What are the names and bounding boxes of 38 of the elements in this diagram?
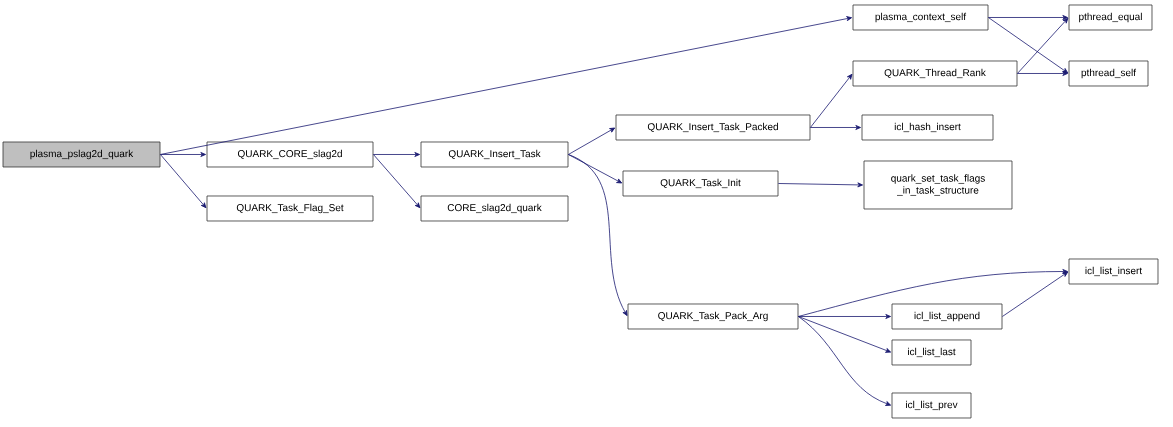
- function-box: QUARK_CORE_slag2d: [206, 141, 374, 168]
- function-box: icl_list_append: [891, 303, 1003, 330]
- arrow: [1017, 17, 1069, 74]
- function-box: pthread_self: [1068, 60, 1149, 87]
- function-box: QUARK_Task_Flag_Set: [206, 195, 374, 222]
- function-box: icl_hash_insert: [861, 114, 994, 141]
- arrow: [798, 314, 891, 319]
- arrow: [373, 154, 421, 209]
- function-box: QUARK_Task_Init: [622, 170, 779, 197]
- function-box: plasma_pslag2d_quark: [2, 141, 161, 168]
- arrow: [988, 15, 1068, 20]
- function-box: icl_list_insert: [1068, 258, 1159, 285]
- arrow: [1017, 71, 1068, 76]
- arrow: [810, 73, 853, 128]
- function-box: plasma_context_self: [852, 4, 989, 31]
- arrow: [373, 152, 420, 157]
- arrow: [568, 154, 628, 316]
- arrow: [1002, 271, 1069, 317]
- arrow: [798, 316, 892, 353]
- arrow: [568, 127, 616, 155]
- function-box: QUARK_Insert_Task_Packed: [615, 114, 811, 141]
- function-box: icl_list_prev: [891, 392, 972, 419]
- arrow: [810, 125, 861, 130]
- function-box: icl_list_last: [891, 339, 972, 366]
- arrow: [778, 182, 863, 188]
- arrow: [798, 269, 1068, 317]
- function-box: QUARK_Insert_Task: [420, 141, 569, 168]
- arrow: [988, 17, 1069, 74]
- arrow: [160, 154, 207, 209]
- arrow: [160, 16, 852, 155]
- function-box: QUARK_Thread_Rank: [852, 60, 1018, 87]
- arrow: [568, 154, 623, 184]
- function-box: quark_set_task_flags _in_task_structure: [863, 160, 1013, 210]
- function-box: QUARK_Task_Pack_Arg: [627, 303, 799, 330]
- function-box: pthread_equal: [1068, 4, 1153, 31]
- arrow: [798, 316, 892, 406]
- function-box: CORE_slag2d_quark: [420, 195, 569, 222]
- arrow: [160, 152, 206, 157]
